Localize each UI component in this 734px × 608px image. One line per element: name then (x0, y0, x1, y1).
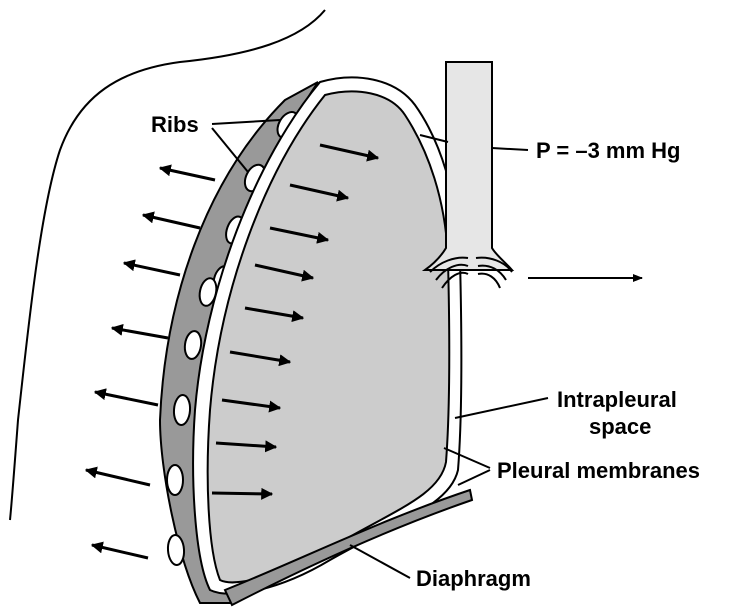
label-intrapleural: Intrapleural (557, 387, 677, 412)
outward-arrow (92, 545, 148, 558)
label-pressure: P = –3 mm Hg (536, 138, 681, 163)
label-diaphragm: Diaphragm (416, 566, 531, 591)
outward-arrow (124, 263, 180, 275)
label-ribs: Ribs (151, 112, 199, 137)
outward-arrow (86, 470, 150, 485)
outward-arrow (112, 328, 168, 338)
label-pleural-membranes: Pleural membranes (497, 458, 700, 483)
rib (167, 465, 183, 495)
intrapleural-leader (455, 398, 548, 418)
outward-arrow (143, 215, 200, 228)
pressure-leader (492, 148, 528, 150)
pleural-leader (458, 470, 490, 485)
diaphragm-leader (350, 545, 410, 578)
label-intrapleural-space: space (589, 414, 651, 439)
outward-arrow (160, 168, 215, 180)
inward-arrow (212, 493, 272, 494)
outward-arrow (95, 392, 158, 405)
